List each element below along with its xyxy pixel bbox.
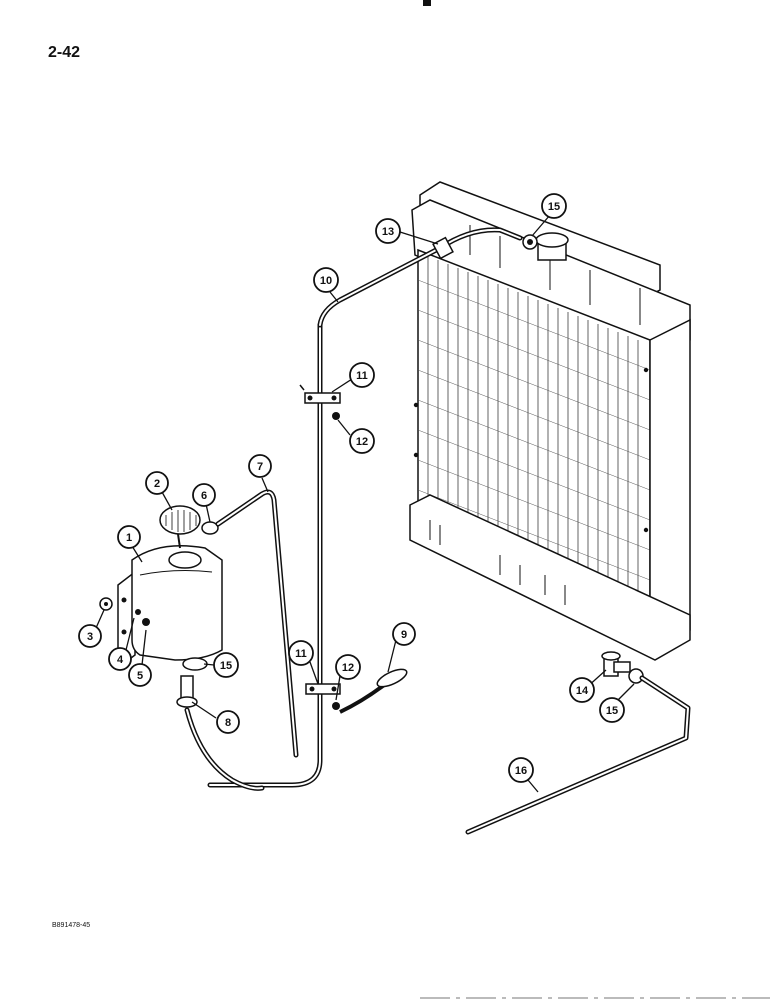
svg-text:13: 13: [382, 226, 394, 238]
tube-clip-lower: [305, 683, 341, 695]
svg-text:9: 9: [401, 629, 407, 641]
svg-text:8: 8: [225, 717, 231, 729]
clip-nut-lower: [332, 702, 340, 710]
svg-text:15: 15: [220, 660, 232, 672]
callout-14: 14: [569, 677, 595, 703]
callout-7: 7: [248, 454, 272, 478]
radiator: [409, 181, 691, 661]
callout-13: 13: [375, 218, 401, 244]
callout-16: 16: [508, 757, 534, 783]
callout-15-drain: 15: [599, 697, 625, 723]
callout-11-upper: 11: [349, 362, 375, 388]
reservoir-cap: [159, 505, 201, 549]
radiator-core-fins: [417, 256, 651, 632]
hose-fitting: [432, 236, 454, 260]
reservoir-hose: [176, 675, 265, 791]
tube-clip-upper: [299, 384, 341, 404]
figure-code: B891478-45: [52, 922, 91, 929]
svg-text:4: 4: [117, 654, 124, 666]
svg-text:11: 11: [356, 370, 368, 382]
callout-9: 9: [392, 622, 416, 646]
svg-text:3: 3: [87, 631, 93, 643]
callout-12-upper: 12: [349, 428, 375, 454]
drain-fitting: [601, 651, 631, 677]
svg-text:2: 2: [154, 478, 160, 490]
washer: [99, 597, 113, 611]
svg-text:10: 10: [320, 275, 332, 287]
callout-1: 1: [117, 525, 141, 549]
callout-11-lower: 11: [288, 640, 314, 666]
svg-text:14: 14: [576, 685, 589, 697]
hose-clamp-top: [522, 234, 538, 250]
drain-hose: [465, 675, 691, 835]
vent-hose: [215, 489, 299, 758]
callout-8: 8: [216, 710, 240, 734]
svg-text:1: 1: [126, 532, 132, 544]
svg-text:5: 5: [137, 670, 143, 682]
svg-text:11: 11: [295, 648, 307, 660]
callout-12-lower: 12: [335, 654, 361, 680]
svg-text:7: 7: [257, 461, 263, 473]
callout-2: 2: [145, 471, 169, 495]
svg-text:12: 12: [342, 662, 354, 674]
callout-6: 6: [192, 483, 216, 507]
hose-clamp-reservoir-bottom: [182, 657, 208, 671]
callout-4: 4: [108, 647, 132, 671]
svg-text:6: 6: [201, 490, 207, 502]
cable-tie: [339, 668, 408, 714]
radiator-filler-neck: [535, 232, 569, 261]
callout-15-top: 15: [541, 193, 567, 219]
clip-nut-upper: [332, 412, 340, 420]
svg-text:15: 15: [548, 201, 560, 213]
callout-5: 5: [128, 663, 152, 687]
svg-text:16: 16: [515, 765, 527, 777]
svg-text:15: 15: [606, 705, 618, 717]
page-number: 2-42: [48, 44, 81, 61]
leader-lines: [95, 214, 635, 793]
callout-15-reservoir: 15: [213, 652, 239, 678]
top-edge-mark: [423, 0, 431, 6]
coolant-reservoir: [117, 545, 223, 670]
callout-10: 10: [313, 267, 339, 293]
svg-text:12: 12: [356, 436, 368, 448]
callout-3: 3: [78, 624, 102, 648]
